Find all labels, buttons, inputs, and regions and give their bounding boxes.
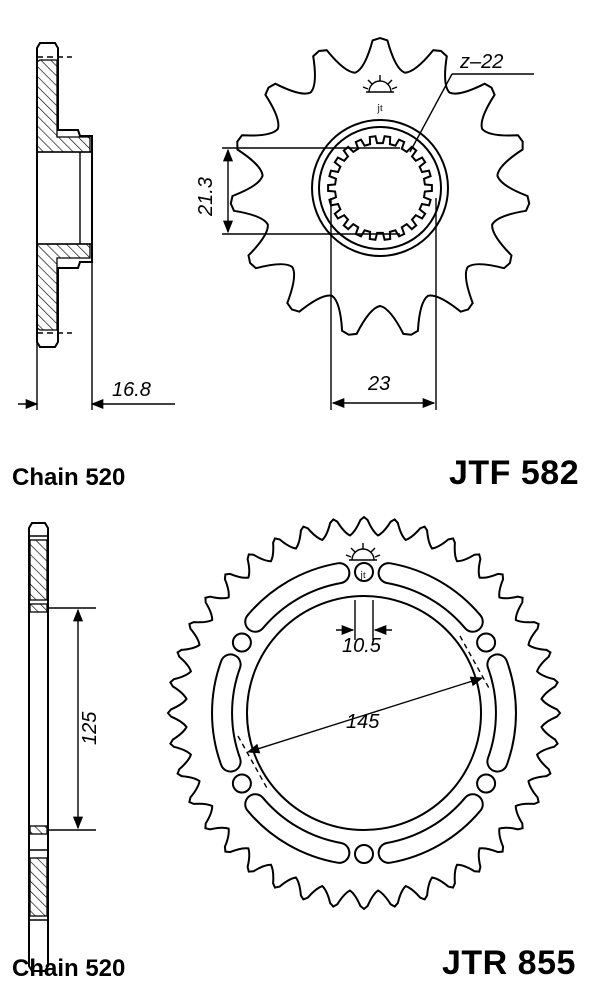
bolt-hole	[231, 632, 252, 653]
dim-pcd-label: 145	[346, 711, 380, 733]
dim-bore-label: 23	[367, 373, 390, 395]
dim-spline-label: 21.3	[195, 177, 217, 217]
rear-chain-label: Chain 520	[12, 955, 126, 982]
teeth-count-label: z–22	[459, 51, 503, 73]
dim-offset-label: 125	[79, 711, 101, 745]
lightening-slot	[377, 562, 484, 633]
front-sprocket-front-view	[222, 36, 534, 410]
front-part-code: JTF 582	[449, 454, 580, 492]
rear-logo-text: jt	[359, 570, 366, 581]
dim-thickness-label: 16.8	[112, 379, 151, 401]
rear-sprocket-front-view	[166, 515, 562, 911]
front-chain-label: Chain 520	[12, 464, 126, 491]
lightening-slot	[377, 793, 484, 864]
dim-bolt-hole-label: 10.5	[342, 635, 382, 657]
lightening-slot	[211, 653, 242, 773]
front-sprocket-side-view	[18, 42, 175, 410]
rear-sprocket-side-view	[28, 522, 96, 972]
lightening-slot	[486, 653, 517, 773]
bolt-hole	[476, 773, 497, 794]
bolt-hole	[354, 562, 374, 582]
bolt-hole	[476, 632, 497, 653]
front-logo-text: jt	[376, 103, 383, 114]
bolt-hole	[231, 773, 252, 794]
bolt-hole	[354, 844, 374, 864]
lightening-slot	[244, 793, 351, 864]
jt-logo-icon	[362, 75, 398, 93]
jt-logo-icon-rear	[345, 543, 381, 561]
lightening-slot	[244, 562, 351, 633]
rear-part-code: JTR 855	[442, 944, 576, 982]
